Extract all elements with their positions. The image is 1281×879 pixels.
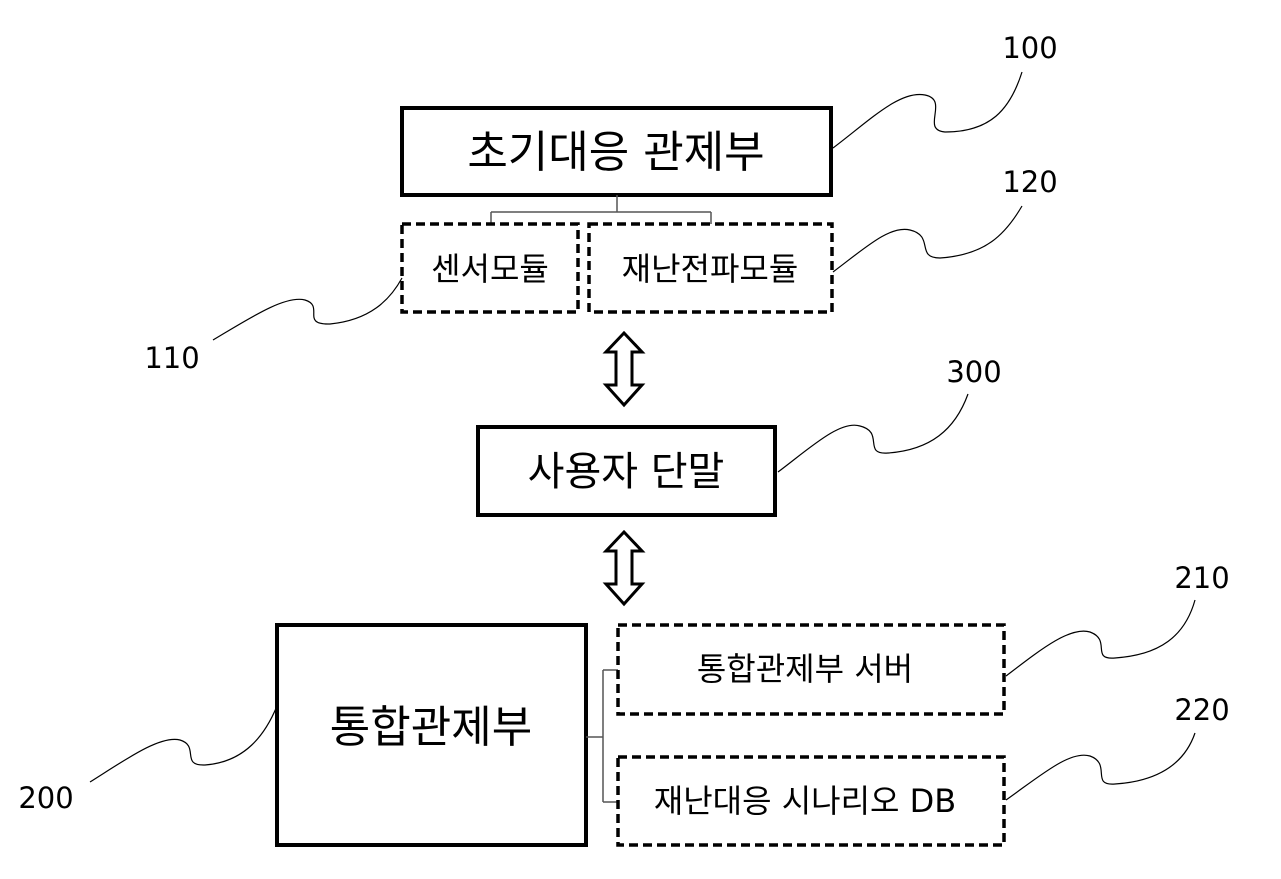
user-terminal-box — [476, 425, 777, 517]
sensor-module-label: 센서모듈 — [431, 250, 549, 288]
leader-line-300 — [777, 393, 969, 473]
disaster-broadcast-module-label: 재난전파모듈 — [622, 250, 799, 288]
leader-line-220 — [1005, 732, 1196, 801]
ref-number-220: 220 — [1174, 693, 1229, 727]
integrated-control-server-box — [616, 623, 1006, 716]
initial-response-control-label: 초기대응 관제부 — [467, 127, 764, 178]
leader-line-210 — [1005, 599, 1196, 677]
ref-number-300: 300 — [946, 355, 1001, 389]
bidirectional-arrow-top — [602, 330, 646, 408]
leader-line-200 — [89, 705, 278, 783]
leader-line-110 — [212, 277, 403, 341]
initial-response-control-box — [400, 106, 833, 197]
ref-number-120: 120 — [1002, 165, 1057, 199]
ref-number-110: 110 — [144, 341, 199, 375]
top-bracket-connector — [490, 195, 712, 224]
bidirectional-arrow-bottom — [602, 529, 646, 607]
ref-number-200: 200 — [18, 781, 73, 815]
integrated-control-label: 통합관제부 — [330, 702, 532, 753]
ref-number-210: 210 — [1174, 561, 1229, 595]
integrated-control-server-label: 통합관제부 서버 — [697, 650, 913, 688]
bottom-bracket-connector — [586, 669, 618, 803]
leader-line-120 — [832, 205, 1023, 273]
integrated-control-box — [275, 623, 588, 847]
ref-number-100: 100 — [1002, 31, 1057, 65]
sensor-module-box — [400, 222, 580, 314]
disaster-broadcast-module-box — [587, 222, 834, 314]
disaster-scenario-db-box — [616, 755, 1006, 847]
leader-line-100 — [832, 71, 1023, 149]
disaster-scenario-db-label: 재난대응 시나리오 DB — [654, 782, 956, 820]
user-terminal-label: 사용자 단말 — [528, 449, 725, 495]
